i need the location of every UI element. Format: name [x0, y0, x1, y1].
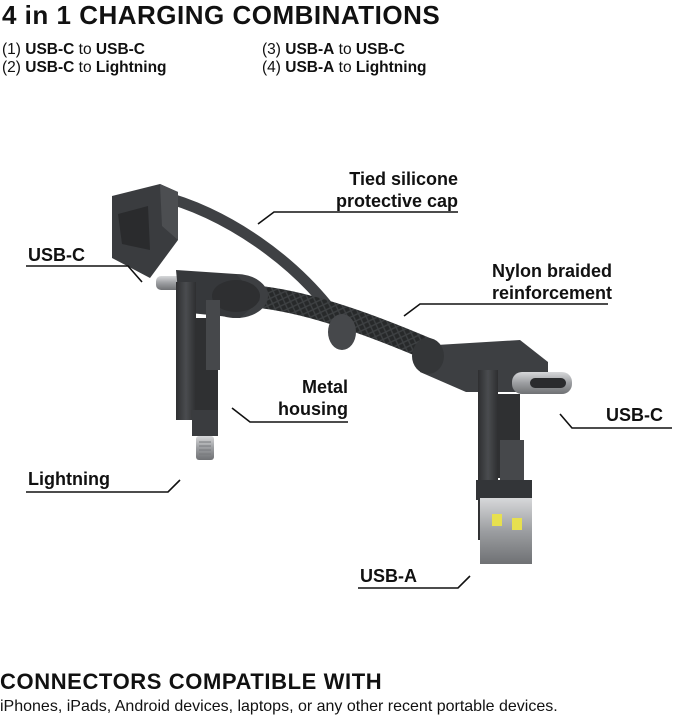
combination-3: (3) USB-A to USB-C [262, 40, 405, 60]
leader-metal [231, 407, 348, 423]
label-usb-c-right: USB-C [606, 405, 663, 425]
combination-from: USB-A [285, 59, 335, 76]
label-usb-a: USB-A [360, 566, 417, 586]
combination-sep: to [78, 59, 92, 76]
combination-sep: to [338, 59, 352, 76]
leader-cap [257, 211, 458, 225]
combination-from: USB-C [25, 41, 75, 58]
label-silicone-cap: Tied silicone protective cap [300, 168, 458, 212]
label-usb-c-left: USB-C [28, 245, 85, 265]
label-nylon-braided: Nylon braided reinforcement [440, 260, 612, 304]
right-usb-c-plug [512, 372, 572, 394]
combination-sep: to [338, 41, 352, 58]
combination-sep: to [78, 41, 92, 58]
label-lightning: Lightning [28, 469, 110, 489]
page-title: 4 in 1 CHARGING COMBINATIONS [2, 0, 441, 30]
combination-to: USB-C [355, 41, 406, 58]
combination-from: USB-C [25, 59, 75, 76]
label-metal-housing: Metal housing [260, 376, 348, 420]
combination-number: (4) [262, 59, 281, 76]
leader-usba [358, 575, 471, 589]
lightning-connector [192, 410, 218, 460]
combination-1: (1) USB-C to USB-C [2, 40, 145, 60]
leader-nylon [403, 303, 608, 317]
leader-lines [26, 211, 672, 589]
combination-to: Lightning [95, 59, 167, 76]
braided-cable [239, 285, 441, 361]
combination-to: USB-C [95, 41, 146, 58]
leader-usbc-right [559, 413, 672, 429]
combination-from: USB-A [285, 41, 335, 58]
compatibility-title: CONNECTORS COMPATIBLE WITH [0, 669, 383, 694]
label-line: Tied silicone [349, 169, 458, 189]
leader-usbc-left [26, 265, 143, 283]
compatibility-text: iPhones, iPads, Android devices, laptops… [0, 698, 558, 715]
label-line: housing [278, 399, 348, 419]
combination-number: (2) [2, 59, 21, 76]
usb-a-plug [476, 480, 532, 564]
combination-number: (3) [262, 41, 281, 58]
label-line: protective cap [335, 191, 458, 211]
protective-cap [112, 184, 178, 278]
combination-2: (2) USB-C to Lightning [2, 58, 167, 78]
leader-lightning [26, 479, 181, 493]
combination-4: (4) USB-A to Lightning [262, 58, 427, 78]
combination-number: (1) [2, 41, 21, 58]
label-line: reinforcement [491, 283, 612, 303]
label-line: Nylon braided [491, 261, 612, 281]
combination-to: Lightning [355, 59, 427, 76]
left-swivel-arm [176, 282, 220, 420]
silicone-tie [328, 314, 356, 350]
label-line: Metal [301, 377, 348, 397]
